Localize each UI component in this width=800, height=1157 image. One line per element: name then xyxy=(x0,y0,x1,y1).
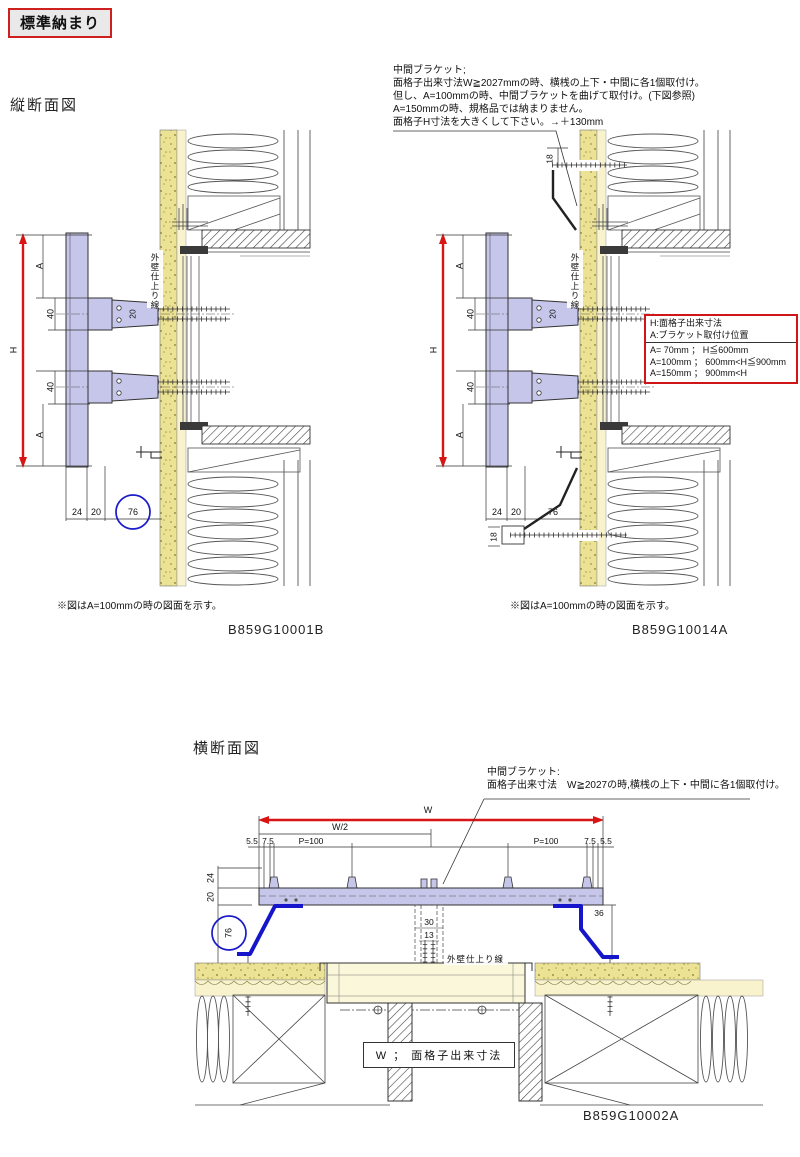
dim-W2: W/2 xyxy=(332,822,348,832)
wall-finish-label-horizontal: 外壁仕上り線 xyxy=(447,954,504,964)
dim-24: 24 xyxy=(72,507,82,517)
dim-40-bottom: 40 xyxy=(45,382,55,392)
dim-18-top: 18 xyxy=(544,154,554,164)
dim-76: 76 xyxy=(128,507,138,517)
figure-note-right: ※図はA=100mmの時の図面を示す。 xyxy=(510,601,675,612)
drawing-code-right: B859G10014A xyxy=(632,622,729,637)
top-note-line1: 中間ブラケット; xyxy=(393,65,466,76)
dim-18-bottom: 18 xyxy=(488,532,498,542)
drawing-code-bottom: B859G10002A xyxy=(583,1108,680,1123)
sill-flashing xyxy=(136,446,162,459)
top-note-line3: 但し、A=100mmの時、中間ブラケットを曲げて取付け。(下図参照) xyxy=(393,91,696,102)
bracket-upper: 20 xyxy=(56,297,236,331)
dim-20-cross: 20 xyxy=(205,892,215,902)
spec-header-h: H:面格子出来寸法 xyxy=(650,318,723,328)
drawing-code-left: B859G10001B xyxy=(228,622,325,637)
cross-section-drawing: W W/2 5.5 7.5 P=100 P=100 7.5 5.5 xyxy=(194,798,764,1106)
top-anchor-detail xyxy=(172,204,208,230)
highlight-circle-76-left xyxy=(115,494,151,530)
bottom-note-line1: 中間ブラケット: xyxy=(487,767,560,778)
dim-40-top: 40 xyxy=(45,309,55,319)
grille-vertical-bar xyxy=(65,232,89,468)
spec-row-2: A=100mm ； 600mm<H≦900mm xyxy=(650,356,787,367)
dim-H-arrow: H xyxy=(8,233,27,468)
dim-A-bottom: A xyxy=(34,432,44,438)
highlight-circle-76-cross xyxy=(211,915,247,951)
spec-row-1: A= 70mm ； H≦600mm xyxy=(650,345,749,355)
right-section-extras: 18 18 xyxy=(393,130,627,547)
vertical-section-drawing: 20 H xyxy=(8,129,311,587)
dim-30: 30 xyxy=(424,917,434,927)
dim-20: 20 xyxy=(91,507,101,517)
spec-row-3: A=150mm ； 900mm<H xyxy=(650,368,748,378)
top-note-line4: A=150mmの時、規格品では納まりません。 xyxy=(393,104,589,115)
bottom-note-line2: 面格子出来寸法 W≧2027の時,横桟の上下・中間に各1個取付け。 xyxy=(487,780,785,791)
dim-5-5-left: 5.5 xyxy=(246,836,258,846)
bottom-bracket-note: 中間ブラケット: 面格子出来寸法 W≧2027の時,横桟の上下・中間に各1個取付… xyxy=(487,766,785,792)
spec-header-a: A:ブラケット取付け位置 xyxy=(650,329,749,340)
blue-bracket-left xyxy=(237,904,303,956)
dim-13: 13 xyxy=(424,930,434,940)
dim-36: 36 xyxy=(594,908,604,918)
top-note-line2: 面格子出来寸法W≧2027mmの時、横桟の上下・中間に各1個取付け。 xyxy=(393,78,705,89)
bracket-position-spec-box: H:面格子出来寸法 A:ブラケット取付け位置 A= 70mm ； H≦600mm… xyxy=(644,314,798,384)
dim-p100-left: P=100 xyxy=(299,836,324,846)
blue-bracket-right xyxy=(553,904,619,959)
dim-76-cross: 76 xyxy=(223,928,233,938)
dim-p100-right: P=100 xyxy=(534,836,559,846)
figure-note-left: ※図はA=100mmの時の図面を示す。 xyxy=(57,601,222,612)
dim-5-5-right: 5.5 xyxy=(600,836,612,846)
section-label-vertical: 縦断面図 xyxy=(10,97,79,114)
wall-finish-label-vertical: 外壁仕上り線 xyxy=(150,252,160,310)
section-label-horizontal: 横断面図 xyxy=(193,740,262,757)
dim-24-cross: 24 xyxy=(205,873,215,883)
dim-H: H xyxy=(8,347,18,354)
page-title: 標準納まり xyxy=(8,8,113,38)
top-right-note: 中間ブラケット; 面格子出来寸法W≧2027mmの時、横桟の上下・中間に各1個取… xyxy=(393,64,705,129)
bracket-lower xyxy=(56,370,236,404)
sash-screws xyxy=(373,1005,487,1015)
grille-horizontal-rail xyxy=(258,887,604,906)
top-note-line5: 面格子H寸法を大きくして下さい。→＋130mm xyxy=(393,117,604,128)
dim-W: W xyxy=(424,805,433,815)
dim-7-5-right: 7.5 xyxy=(584,836,596,846)
dim-A-top: A xyxy=(34,263,44,269)
w-definition-box: W ； 面格子出来寸法 xyxy=(363,1042,515,1068)
dim-7-5-left: 7.5 xyxy=(262,836,274,846)
dim-20-arm: 20 xyxy=(127,309,137,319)
